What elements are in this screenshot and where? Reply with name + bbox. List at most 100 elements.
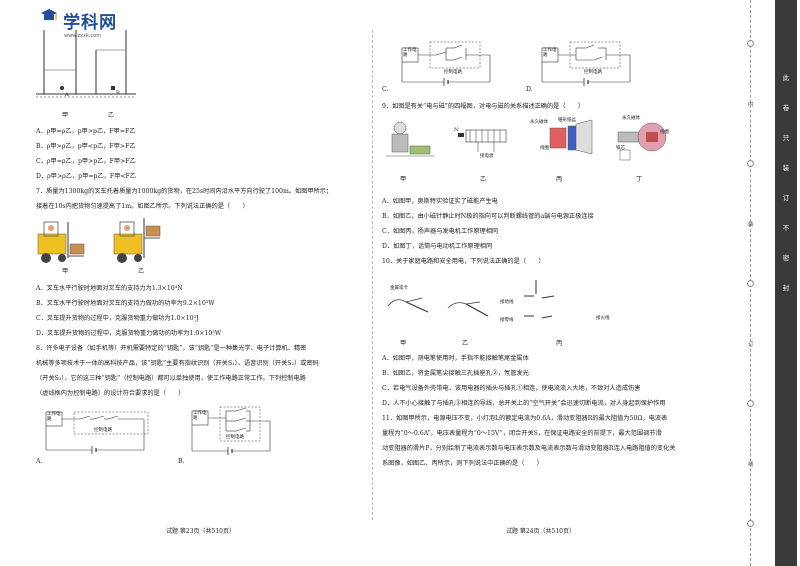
seal-char: 订: [782, 194, 790, 202]
q10-fig-label-bing: 丙: [556, 340, 563, 347]
q8-stem-line4: （虚线框内为控制电路）的设计符合要求的是（ ）: [36, 390, 185, 397]
q10-fig-label-yi: 乙: [462, 340, 469, 347]
circuit-b-ctrl-label: 控制电路: [226, 435, 244, 440]
seal-char: 此: [782, 74, 790, 82]
q9-option-b: B．如图乙，由小磁针静止时N极的指向可以判断螺线管的a端与电源正极连接: [382, 213, 594, 220]
q10-fig-text-pen-clip: 金属笔卡: [390, 286, 408, 291]
forklift-figure: [37, 218, 161, 263]
q7-option-c: C．叉车提升货物的过程中，克服货物重力做功为1.0×10³J: [36, 315, 199, 322]
q8-stem-line3: （开关S₃），它的这三种“钥匙”（控制电路）都可以单独使用，使工作电路正常工作。…: [36, 375, 306, 382]
seal-char: 装: [782, 164, 790, 172]
q8-option-c-label: C.: [382, 86, 389, 93]
q10-option-d: D．人不小心接触了与插孔③相连的导线，总开关上的“空气开关”会迅速切断电流，对人…: [382, 400, 666, 407]
containers-figure: [36, 30, 136, 98]
q9-fig-text-magnet-bing: 永久磁体: [530, 120, 548, 125]
circuit-option-c: 工作电路 控制电路: [400, 40, 500, 90]
q10-option-a: A．如图甲，测电笔使用时，手指不能接触笔尾金属体: [382, 355, 529, 362]
q8-option-d-label: D.: [526, 86, 533, 93]
q6-option-b: B．ρ甲>ρ乙，p甲<p乙，F甲>F乙: [36, 143, 136, 150]
seal-char: 卷: [782, 104, 790, 112]
q9-fig-text-magnet-ding: 永久磁体: [622, 116, 640, 121]
q8-stem-line2: 机械等多项技术于一体的高科技产品，该“钥匙”主要有指纹识别（开关S₁）、语音识别…: [36, 360, 319, 367]
fig-label-b: B: [116, 90, 120, 96]
q10-fig-yi: [447, 301, 489, 317]
q7-option-a: A．叉车水平行驶时地面对叉车的支持力为1.3×10⁴N: [36, 285, 183, 292]
inner-label: 装: [748, 222, 754, 228]
q9-fig-label-ding: 丁: [636, 176, 643, 183]
binding-hole: [747, 520, 754, 527]
q9-figures: [386, 119, 667, 161]
q8-option-a-label: A.: [36, 458, 43, 465]
q10-option-c: C．若电气设备外壳带电，该用电器的插头与插孔①相连，使电流流入大地，不致对人造成…: [382, 385, 641, 392]
q9-fig-text-core: 铁芯: [616, 146, 625, 151]
q6-option-d: D．ρ甲>ρ乙，p甲=p乙，F甲<F乙: [36, 173, 136, 180]
fig-label-jia: 甲: [62, 112, 69, 119]
binding-hole: [747, 280, 754, 287]
seal-char: 不: [782, 224, 790, 232]
q10-fig-text-live: 接火线: [596, 316, 610, 321]
q11-stem-line3: 动变阻器的滑片P，分别绘制了电流表示数与电压表示数及电流表示数与滑动变阻器R连入…: [382, 445, 676, 452]
q9-fig-text-coil-bing: 线圈: [540, 146, 549, 151]
q10-fig-bing: [524, 280, 555, 319]
q8-option-b-label: B.: [178, 458, 185, 465]
forklift-yi: [113, 218, 161, 263]
q9-fig-bing: [549, 119, 593, 155]
q6-option-c: C．ρ甲=ρ乙，p甲>p乙，F甲>F乙: [36, 158, 136, 165]
circuit-d-ctrl-label: 控制电路: [584, 70, 602, 75]
seal-strip: 此 卷 只 装 订 不 密 封: [775, 0, 797, 566]
q9-fig-jia: [386, 121, 434, 157]
q9-fig-text-n: N: [454, 127, 459, 133]
q9-fig-label-yi: 乙: [480, 176, 487, 183]
circuit-option-b: 工作电路 控制电路: [186, 405, 286, 460]
q11-stem-line4: 系图像，如图乙、丙所示，则下列说法中正确的是（ ）: [382, 460, 543, 467]
circuit-c-work-label: 工作电路: [403, 48, 417, 58]
inner-label: 线: [748, 462, 754, 468]
circuit-option-a: 工作电路 控制电路: [44, 410, 154, 460]
binding-hole: [747, 160, 754, 167]
q9-fig-label-bing: 丙: [556, 176, 563, 183]
seal-char: 密: [782, 254, 790, 262]
q9-fig-text-coil-ding: 线圈: [660, 130, 669, 135]
circuit-d-work-label: 工作电路: [543, 48, 557, 58]
q11-stem-line1: 11．如图甲所示，电源电压不变，小灯泡L的额定电流为0.6A，滑动变阻器R的最大…: [382, 415, 668, 422]
q10-fig-jia: [387, 297, 429, 313]
q7-option-d: D．叉车提升货物的过程中，克服货物重力做功的功率为1.0×10³W: [36, 330, 222, 337]
q9-fig-yi: [458, 129, 507, 152]
q9-fig-label-jia: 甲: [400, 176, 407, 183]
seal-char: 封: [782, 284, 790, 292]
inner-label: 订: [748, 342, 754, 348]
inner-label: 内: [748, 102, 754, 108]
q7-fig-label-jia: 甲: [62, 268, 69, 275]
logo-text: 学科网: [63, 13, 118, 33]
q10-figures: [387, 280, 555, 319]
q7-stem-line1: 7．质量为1300kg的叉车托着质量为1000kg的货物，在25s时间内沿水平方…: [36, 188, 333, 195]
q10-fig-label-jia: 甲: [400, 340, 407, 347]
left-footer: 试题 第23页（共510页）: [166, 528, 235, 535]
fig-label-a: A: [65, 92, 69, 98]
q11-stem-line2: 量程为“0～0.6A”，电压表量程为“0～15V”，闭合开关S，在保证电路安全的…: [382, 430, 662, 437]
q6-option-a: A．ρ甲=ρ乙，p甲>p乙，F甲=F乙: [36, 128, 136, 135]
q10-fig-text-neutral: 接零线: [500, 318, 514, 323]
fig-label-yi: 乙: [108, 112, 115, 119]
circuit-a-ctrl-label: 控制电路: [94, 428, 112, 433]
q9-option-a: A．如图甲，奥斯特实验证实了磁能产生电: [382, 198, 498, 205]
q7-stem-line2: 接着在10s内把货物匀速提高了1m。如图乙所示。下列说法正确的是（ ）: [36, 203, 249, 210]
q9-option-c: C．如图丙，扬声器与发电机工作原理相同: [382, 228, 499, 235]
binding-hole: [747, 400, 754, 407]
circuit-a-work-label: 工作电路: [47, 412, 61, 422]
q10-option-b: B．如图乙，将金属笔尖接触三孔插座孔②，氖管发光: [382, 370, 529, 377]
seal-char: 只: [782, 134, 790, 142]
q10-fig-text-ground: 接地线: [500, 300, 514, 305]
q9-stem: 9．如图是有关“电与磁”的四幅图，对电与磁的关系描述正确的是（ ）: [382, 103, 585, 110]
site-logo: 学科网 www.zxxk.com: [40, 8, 117, 39]
q10-stem: 10．关于家庭电路和安全用电，下列说法正确的是（ ）: [382, 258, 545, 265]
page-divider: [372, 30, 373, 520]
logo-url: www.zxxk.com: [64, 33, 102, 39]
q7-option-b: B．叉车水平行驶时地面对叉车的支持力做功的功率为9.2×10³W: [36, 300, 215, 307]
circuit-b-work-label: 工作电路: [193, 411, 207, 421]
forklift-jia: [37, 221, 85, 263]
q9-fig-text-power: 接电源: [480, 154, 494, 159]
q7-fig-label-yi: 乙: [138, 268, 145, 275]
q8-stem-line1: 8．许多电子设备（如手机等）开机需要特定的“钥匙”，该“钥匙”是一种集光学、电子…: [36, 345, 307, 352]
q9-fig-ding: [617, 122, 667, 161]
